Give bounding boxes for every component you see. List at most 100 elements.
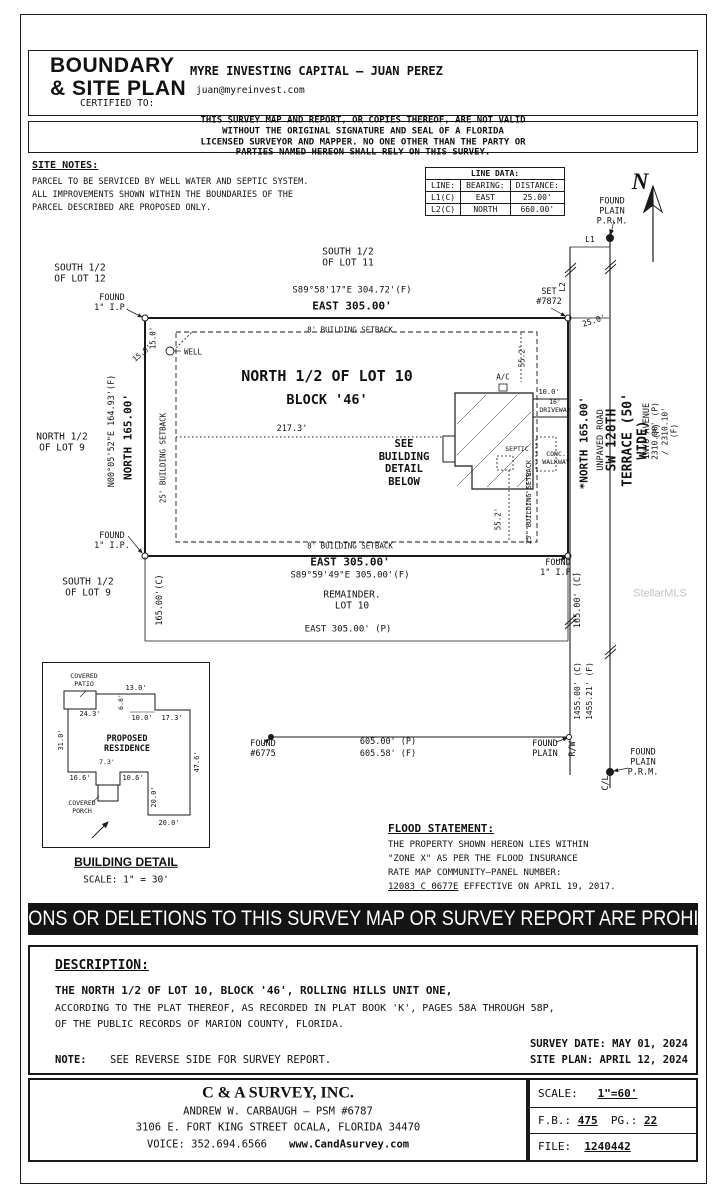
header-box <box>28 50 698 116</box>
label-found-plain: FOUND PLAIN <box>532 738 558 759</box>
footer-company-box <box>28 1078 528 1162</box>
page-title: BOUNDARY & SITE PLAN <box>50 54 187 100</box>
label-bearing-top: S89°58'17"E 304.72'(F) <box>292 285 412 296</box>
client-email: juan@myreinvest.com <box>196 85 305 96</box>
label-block-46: BLOCK '46' <box>286 391 368 408</box>
label-setback-top: 8' BUILDING SETBACK <box>307 325 393 335</box>
notice-text: THIS SURVEY MAP AND REPORT, OR COPIES TH… <box>200 115 526 158</box>
label-d173: 17.3' <box>161 713 183 722</box>
label-remainder: REMAINDER. LOT 10 <box>323 589 381 612</box>
label-setback-right: 25' BUILDING SETBACK <box>524 459 533 545</box>
line-data-cell: EAST <box>460 191 511 204</box>
label-found-6775: FOUND #6775 <box>250 738 276 759</box>
label-dim-605f: 605.58' (F) <box>359 748 417 759</box>
label-east-305p: EAST 305.00' (P) <box>304 624 392 635</box>
footer-voice: VOICE: 352.694.6566 <box>146 1138 267 1151</box>
prohibition-banner-text: ADDITIONS OR DELETIONS TO THIS SURVEY MA… <box>28 907 698 930</box>
label-d243: 24.3' <box>79 709 101 718</box>
label-d10: 10.0' <box>131 713 153 722</box>
label-l1: L1 <box>585 235 595 245</box>
line-data-cell: L1(C) <box>424 191 462 204</box>
pg-value: 22 <box>644 1113 658 1127</box>
label-dim-552b: 55.2' <box>493 507 503 531</box>
label-east-bottom: EAST 305.00' <box>310 555 390 569</box>
footer-address: 3106 E. FORT KING STREET OCALA, FLORIDA … <box>135 1121 421 1134</box>
site-notes-body: PARCEL TO BE SERVICED BY WELL WATER AND … <box>32 177 309 213</box>
line-data-table: LINE DATA: LINE: BEARING: DISTANCE: L1(C… <box>424 167 565 216</box>
building-detail-box <box>42 662 210 848</box>
label-cl: C/L <box>600 775 611 791</box>
line-data-header: DISTANCE: <box>509 179 565 192</box>
pg-label: PG.: <box>610 1113 638 1127</box>
survey-date: SURVEY DATE: MAY 01, 2024 <box>529 1038 688 1050</box>
flood-body: THE PROPERTY SHOWN HEREON LIES WITHIN "Z… <box>388 840 589 878</box>
label-dim-165-left: 165.00'(C) <box>154 574 165 626</box>
label-well: WELL <box>183 347 203 357</box>
description-line3: OF THE PUBLIC RECORDS OF MARION COUNTY, … <box>55 1019 344 1030</box>
label-ac: A/C <box>496 372 510 382</box>
label-rw: R/W <box>567 741 578 757</box>
line-data-cell: NORTH <box>460 203 511 216</box>
label-set-7872: SET #7872 <box>536 286 562 307</box>
label-dim-552a: 55.2' <box>517 344 527 368</box>
line-data-header: BEARING: <box>460 179 511 192</box>
client-name: MYRE INVESTING CAPITAL — JUAN PEREZ <box>190 64 443 78</box>
site-plan-date: SITE PLAN: APRIL 12, 2024 <box>529 1054 688 1066</box>
footer-fb-row: F.B.: 475 PG.: 22 <box>530 1106 696 1134</box>
fb-label: F.B.: <box>538 1113 572 1127</box>
label-driveway: 16' DRIVEWAY <box>539 398 571 414</box>
flood-heading: FLOOD STATEMENT: <box>388 822 494 835</box>
certified-to-label: CERTIFIED TO: <box>80 98 155 109</box>
watermark: StellarMLS <box>633 587 687 600</box>
label-setback-left: 25' BUILDING SETBACK <box>158 412 168 504</box>
label-lot10-title: NORTH 1/2 OF LOT 10 <box>241 367 413 385</box>
note-label: NOTE: <box>55 1054 87 1066</box>
label-proposed-residence: PROPOSED RESIDENCE <box>103 733 151 754</box>
label-d68: 6.8' <box>117 694 126 710</box>
label-found-ip-bl: FOUND 1" I.P. <box>94 530 130 551</box>
north-arrow-letter: N <box>631 169 649 195</box>
label-d166: 16.6' <box>69 773 91 782</box>
label-dim-165-right: 165.00' (C) <box>572 571 583 629</box>
label-bearing-bottom: S89°59'49"E 305.00'(F) <box>290 570 410 581</box>
sheet-outer-border <box>20 14 707 1184</box>
label-dim-2310: 2310.00' (P) / 2310.10' (F) <box>650 402 679 460</box>
label-dim-1455c: 1455.00' (C) <box>573 662 583 720</box>
description-line-bold: THE NORTH 1/2 OF LOT 10, BLOCK '46', ROL… <box>55 984 453 997</box>
label-d476: 47.6' <box>192 751 201 773</box>
line-data-title: LINE DATA: <box>425 167 565 180</box>
footer-scale-box: SCALE: 1"=60' F.B.: 475 PG.: 22 FILE: 12… <box>528 1078 698 1162</box>
building-detail-title: BUILDING DETAIL <box>74 854 178 869</box>
site-notes-heading: SITE NOTES: <box>32 160 99 171</box>
label-dim-605p: 605.00' (P) <box>359 736 417 747</box>
notice-box <box>28 121 698 153</box>
description-heading: DESCRIPTION: <box>55 958 149 973</box>
flood-panel-number: 12083 C 0677E <box>388 882 459 892</box>
label-prm-top: FOUND PLAIN P.R.M. <box>596 196 628 228</box>
label-dim-1455f: 1455.21' (F) <box>585 662 595 720</box>
label-d13: 13.0' <box>125 683 147 692</box>
note-text: SEE REVERSE SIDE FOR SURVEY REPORT. <box>110 1054 332 1066</box>
label-north-165-right: *NORTH 165.00' <box>577 396 591 490</box>
description-line2: ACCORDING TO THE PLAT THEREOF, AS RECORD… <box>55 1003 555 1014</box>
label-d20v: 20.0' <box>149 786 158 808</box>
label-setback-bottom: 8' BUILDING SETBACK <box>307 541 393 551</box>
label-d73: 7.3' <box>99 758 115 767</box>
label-dim-2173: 217.3' <box>276 423 308 434</box>
line-data-cell: L2(C) <box>424 203 462 216</box>
label-d106: 10.6' <box>122 773 144 782</box>
label-lot9-south: SOUTH 1/2 OF LOT 9 <box>62 576 114 599</box>
footer-website: www.CandAsurvey.com <box>289 1138 410 1151</box>
line-data-cell: 660.00' <box>509 203 565 216</box>
label-bearing-left: N00°05'52"E 164.93'(F) <box>106 374 117 488</box>
label-lot9-north: NORTH 1/2 OF LOT 9 <box>36 431 88 454</box>
label-covered-porch: COVERED PORCH <box>68 799 96 815</box>
fb-value: 475 <box>577 1113 598 1127</box>
building-detail-scale: SCALE: 1" = 30' <box>83 874 169 886</box>
footer-surveyor: ANDREW W. CARBAUGH — PSM #6787 <box>183 1105 373 1118</box>
label-see-detail: SEE BUILDING DETAIL BELOW <box>378 437 430 488</box>
label-walkway: CONC. WALKWAY <box>542 450 570 466</box>
label-covered-patio: COVERED PATIO <box>70 672 98 688</box>
